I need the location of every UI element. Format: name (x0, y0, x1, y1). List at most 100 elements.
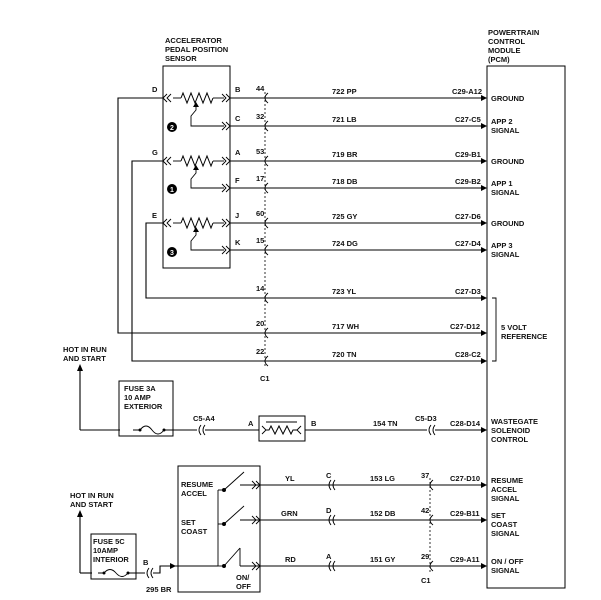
func-onoff-1: ON / OFF (491, 557, 524, 566)
mid-pin-a: A (326, 552, 332, 561)
fuse-5c-pin-b: B (143, 558, 149, 567)
switch-label-resume: RESUME (181, 480, 213, 489)
switch-label-coast: COAST (181, 527, 208, 536)
c5-d3-label: C5-D3 (415, 414, 437, 423)
func-app1-1: APP 1 (491, 179, 513, 188)
switch-box (177, 465, 261, 593)
wire-719br: 719 BR (332, 150, 358, 159)
ref-bracket (492, 297, 497, 362)
wire-718db: 718 DB (332, 177, 358, 186)
switch-label-on: ON/ (236, 573, 250, 582)
cav-32: 32 (256, 112, 264, 121)
pcm-pin-c27-d10: C27-D10 (450, 474, 480, 483)
switch-contacts (217, 471, 245, 568)
func-wastegate-1: WASTEGATE (491, 417, 538, 426)
cav-17: 17 (256, 174, 264, 183)
app-sensor-3 (173, 216, 224, 251)
func-set-1: SET (491, 511, 506, 520)
sensor-marker-3 (167, 247, 177, 257)
switch-label-off: OFF (236, 582, 251, 591)
wire-295br: 295 BR (146, 585, 172, 594)
wastegate-solenoid-box (258, 415, 306, 442)
pin-c: C (235, 114, 241, 123)
pcm-pin-c29-a11: C29-A11 (450, 555, 480, 564)
pcm-box (486, 65, 566, 589)
func-set-3: SIGNAL (491, 529, 520, 538)
wire-154tn: 154 TN (373, 419, 398, 428)
func-app2-1: APP 2 (491, 117, 513, 126)
wire-723yl: 723 YL (332, 287, 356, 296)
color-rd: RD (285, 555, 296, 564)
func-set-2: COAST (491, 520, 518, 529)
wire-721lb: 721 LB (332, 115, 357, 124)
func-app3-1: APP 3 (491, 241, 513, 250)
mid-pin-c: C (326, 471, 332, 480)
pcm-pin-c29-b1: C29-B1 (455, 150, 481, 159)
func-wastegate-2: SOLENOID (491, 426, 531, 435)
pin-d: D (152, 85, 158, 94)
hot1-label-1: HOT IN RUN (63, 345, 107, 354)
c1-connector-chevrons (264, 92, 269, 367)
pin-a: A (235, 148, 241, 157)
wastegate-pin-a: A (248, 419, 254, 428)
pcm-pin-c27-c5: C27-C5 (455, 115, 481, 124)
hot2-label-1: HOT IN RUN (70, 491, 114, 500)
pcm-pin-c29-b11: C29-B11 (450, 509, 480, 518)
app-sensor-2 (173, 91, 224, 127)
pin-k: K (235, 238, 241, 247)
switch-out-chevrons (251, 480, 261, 571)
color-yl: YL (285, 474, 295, 483)
pcm-title-1: POWERTRAIN (488, 28, 539, 37)
fuse-5c-label-1: FUSE 5C (93, 537, 125, 546)
switch-label-set: SET (181, 518, 196, 527)
cav-37: 37 (421, 471, 429, 480)
pin-e: E (152, 211, 157, 220)
sensor-title-1: ACCELERATOR (165, 36, 222, 45)
cav-14: 14 (256, 284, 265, 293)
switch-label-accel: ACCEL (181, 489, 207, 498)
cav-60: 60 (256, 209, 264, 218)
pcm-pin-c29-b2: C29-B2 (455, 177, 481, 186)
pin-j: J (235, 211, 239, 220)
ref-label-2: REFERENCE (501, 332, 547, 341)
c5-d3-chevron (428, 424, 436, 436)
pin-g: G (152, 148, 158, 157)
wire-725gy: 725 GY (332, 212, 357, 221)
pcm-pin-c27-d12: C27-D12 (450, 322, 480, 331)
wire-152db: 152 DB (370, 509, 396, 518)
func-ground-3: GROUND (491, 219, 525, 228)
pcm-title-2: CONTROL (488, 37, 525, 46)
pcm-pin-c29-a12: C29-A12 (452, 87, 482, 96)
func-app3-2: SIGNAL (491, 250, 520, 259)
func-resume-3: SIGNAL (491, 494, 520, 503)
fuse-3a-symbol (133, 425, 165, 435)
cav-22: 22 (256, 347, 264, 356)
cav-42: 42 (421, 506, 429, 515)
wire-720tn: 720 TN (332, 350, 357, 359)
hot1-arrow (77, 364, 83, 371)
hot1-label-2: AND START (63, 354, 106, 363)
cav-44: 44 (256, 84, 265, 93)
func-resume-2: ACCEL (491, 485, 517, 494)
func-app2-2: SIGNAL (491, 126, 520, 135)
sensor-marker-3-label: 3 (170, 250, 174, 257)
pcm-pin-c27-d3: C27-D3 (455, 287, 481, 296)
fuse-5c-chevron (146, 567, 154, 579)
fuse-5c-box (90, 533, 137, 580)
sensor-marker-2 (167, 122, 177, 132)
pcm-title-3: MODULE (488, 46, 521, 55)
func-ground-1: GROUND (491, 94, 525, 103)
sensor-wires (117, 97, 482, 362)
pcm-pin-c27-d6: C27-D6 (455, 212, 481, 221)
cav-15: 15 (256, 236, 264, 245)
ref-label-1: 5 VOLT (501, 323, 527, 332)
func-wastegate-3: CONTROL (491, 435, 528, 444)
sensor-marker-1-label: 1 (170, 187, 174, 194)
wire-724dg: 724 DG (332, 239, 358, 248)
cav-20: 20 (256, 319, 264, 328)
sensor-marker-1 (167, 184, 177, 194)
pcm-input-arrows (481, 95, 487, 364)
fuse-5c-label-3: INTERIOR (93, 555, 129, 564)
wastegate-pin-b: B (311, 419, 317, 428)
